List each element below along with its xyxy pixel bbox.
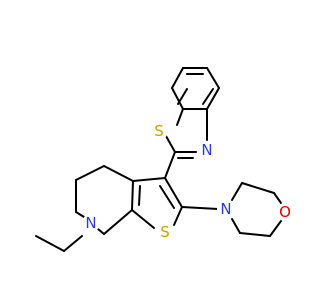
bond bbox=[132, 177, 166, 182]
bond bbox=[177, 88, 188, 105]
bond bbox=[206, 87, 220, 110]
bond bbox=[131, 209, 155, 229]
bond bbox=[241, 182, 275, 194]
bond bbox=[103, 209, 133, 235]
nitrogen-atom-morpholine: N bbox=[217, 200, 235, 218]
sulfur-atom-thiophene: S bbox=[156, 223, 174, 241]
bond bbox=[138, 185, 141, 206]
nitrogen-atom-benzothiazole: N bbox=[198, 141, 216, 159]
bond bbox=[206, 67, 220, 89]
bond bbox=[75, 211, 85, 218]
bond bbox=[273, 192, 282, 204]
bond-layer bbox=[35, 67, 282, 252]
bond bbox=[176, 108, 184, 126]
sulfur-atom-benzothiazole: S bbox=[150, 122, 168, 140]
bond bbox=[164, 151, 176, 179]
bond bbox=[181, 206, 219, 210]
bond bbox=[164, 177, 183, 208]
bond bbox=[103, 165, 134, 182]
bond bbox=[269, 220, 282, 237]
bond bbox=[239, 232, 271, 237]
bond bbox=[231, 218, 241, 234]
bond bbox=[231, 182, 243, 201]
bond bbox=[165, 135, 176, 153]
sulfur-label: S bbox=[160, 223, 170, 241]
bond bbox=[97, 228, 105, 235]
nitrogen-label: N bbox=[85, 214, 96, 232]
bond bbox=[173, 206, 183, 226]
bond bbox=[202, 88, 214, 105]
nitrogen-label: N bbox=[201, 141, 212, 159]
bond bbox=[35, 235, 65, 252]
bond bbox=[159, 185, 175, 209]
bond bbox=[63, 235, 83, 252]
bond bbox=[171, 67, 184, 89]
nitrogen-atom-ring: N bbox=[82, 214, 100, 232]
bond bbox=[171, 87, 184, 110]
bond bbox=[131, 180, 134, 211]
atom-layer: S N S N O N bbox=[82, 122, 294, 241]
bond bbox=[75, 165, 105, 181]
oxygen-atom-morpholine: O bbox=[276, 203, 294, 221]
molecule-diagram: S N S N O N bbox=[35, 67, 294, 252]
sulfur-label: S bbox=[154, 122, 164, 140]
nitrogen-label: N bbox=[220, 200, 231, 218]
oxygen-label: O bbox=[279, 203, 291, 221]
